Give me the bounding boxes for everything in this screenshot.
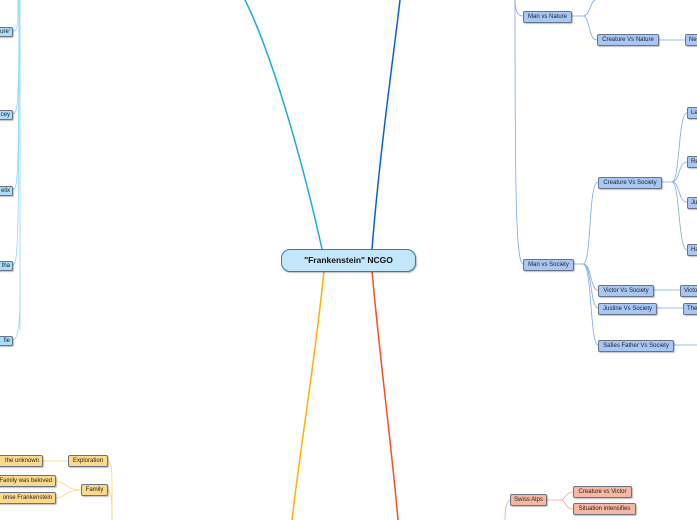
- character-node[interactable]: cey: [0, 110, 13, 120]
- exploration-child-node[interactable]: the unknown: [0, 455, 43, 467]
- man-vs-nature-node[interactable]: Man vs Nature: [523, 11, 572, 23]
- link-top-left: [244, 0, 323, 250]
- creature-vs-society-child-node[interactable]: Ju: [687, 197, 697, 209]
- character-node[interactable]: elix: [0, 186, 13, 196]
- link-top-right: [371, 0, 401, 250]
- family-node[interactable]: Family: [81, 484, 108, 496]
- safies-father-vs-society-node[interactable]: Safies Father Vs Society: [598, 340, 674, 352]
- central-topic[interactable]: "Frankenstein" NCGO: [281, 249, 416, 272]
- family-child-node[interactable]: Family was beloved: [0, 475, 56, 487]
- creature-vs-victor-node[interactable]: Creature vs Victor: [573, 486, 632, 498]
- victor-vs-society-child-node[interactable]: Victo: [680, 285, 697, 297]
- swiss-alps-node[interactable]: Swiss Alps: [510, 494, 547, 506]
- creature-vs-society-child-node[interactable]: Ha: [687, 244, 697, 256]
- victor-vs-society-node[interactable]: Victor Vs Society: [598, 285, 654, 297]
- link-bottom-left: [291, 270, 325, 520]
- character-node[interactable]: fie: [0, 336, 13, 346]
- justine-vs-society-child-node[interactable]: The: [683, 303, 697, 315]
- creature-vs-nature-child-node[interactable]: Ne: [685, 34, 697, 46]
- creature-vs-nature-node[interactable]: Creature Vs Nature: [597, 34, 659, 46]
- situation-intensifies-node[interactable]: Situation intensifies: [573, 503, 636, 515]
- exploration-node[interactable]: Exploration: [68, 455, 108, 467]
- man-vs-society-node[interactable]: Man vs Society: [523, 259, 574, 271]
- character-node[interactable]: tha: [0, 261, 13, 271]
- link-bottom-right: [371, 270, 399, 520]
- creature-vs-society-node[interactable]: Creature Vs Society: [598, 177, 662, 189]
- family-child-node[interactable]: onse Frankenstein: [0, 492, 56, 504]
- character-node[interactable]: ure': [0, 27, 13, 37]
- creature-vs-society-child-node[interactable]: Re: [687, 156, 697, 168]
- creature-vs-society-child-node[interactable]: Le: [687, 107, 697, 119]
- justine-vs-society-node[interactable]: Justine Vs Society: [598, 303, 657, 315]
